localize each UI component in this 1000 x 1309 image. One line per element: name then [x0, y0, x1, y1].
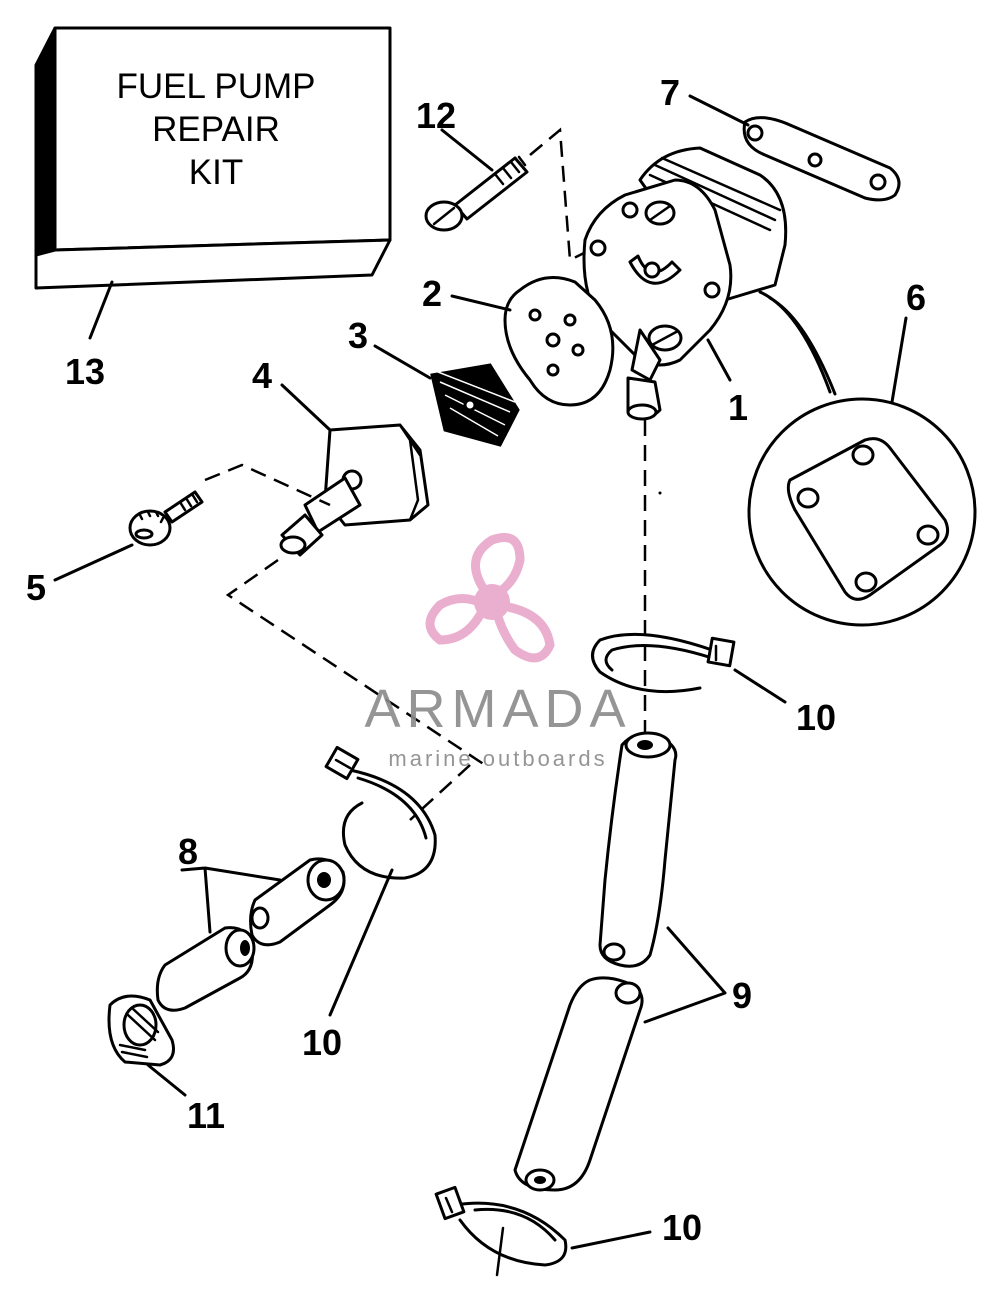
gasket-7	[742, 116, 901, 202]
screw-12	[424, 155, 529, 232]
callout-9: 9	[732, 975, 752, 1016]
watermark-tagline: marine outboards	[388, 746, 607, 771]
kit-label-line1: FUEL PUMP	[116, 67, 315, 106]
callout-11: 11	[187, 1095, 225, 1136]
hose-8-lower	[155, 926, 256, 1012]
callout-10-bottom: 10	[662, 1207, 702, 1248]
callout-1: 1	[728, 387, 748, 428]
callout-12: 12	[416, 95, 456, 136]
callout-2: 2	[422, 273, 442, 314]
kit-label-line3: KIT	[189, 153, 243, 192]
kit-label-line2: REPAIR	[152, 110, 280, 149]
callout-6: 6	[906, 277, 926, 318]
watermark-brand: ARMADA	[364, 679, 631, 739]
valve-plate-2	[503, 276, 615, 407]
repair-kit-box: FUEL PUMP REPAIR KIT	[34, 26, 392, 290]
propeller-icon	[425, 533, 555, 663]
clamp-10-top	[591, 632, 736, 694]
clamp-10-bottom	[434, 1185, 568, 1277]
clamp-10-middle	[324, 745, 437, 880]
hose-9-lower	[513, 976, 644, 1192]
callout-10-middle: 10	[302, 1022, 342, 1063]
watermark: ARMADA marine outboards	[364, 533, 631, 771]
callout-3: 3	[348, 315, 368, 356]
hose-9-upper	[598, 731, 678, 968]
gasket-detail-6	[747, 397, 977, 627]
callout-7: 7	[660, 72, 680, 113]
filter-cover-4	[279, 423, 430, 557]
callout-13: 13	[65, 351, 105, 392]
hose-8-upper	[249, 857, 346, 947]
callout-5: 5	[26, 567, 46, 608]
hose-clip-11	[107, 994, 175, 1067]
screen-3	[430, 363, 520, 447]
thumb-screw-5	[128, 490, 204, 547]
fuel-pump-1	[582, 146, 788, 421]
callout-10-top: 10	[796, 697, 836, 738]
callout-4: 4	[252, 355, 272, 396]
callout-8: 8	[178, 831, 198, 872]
